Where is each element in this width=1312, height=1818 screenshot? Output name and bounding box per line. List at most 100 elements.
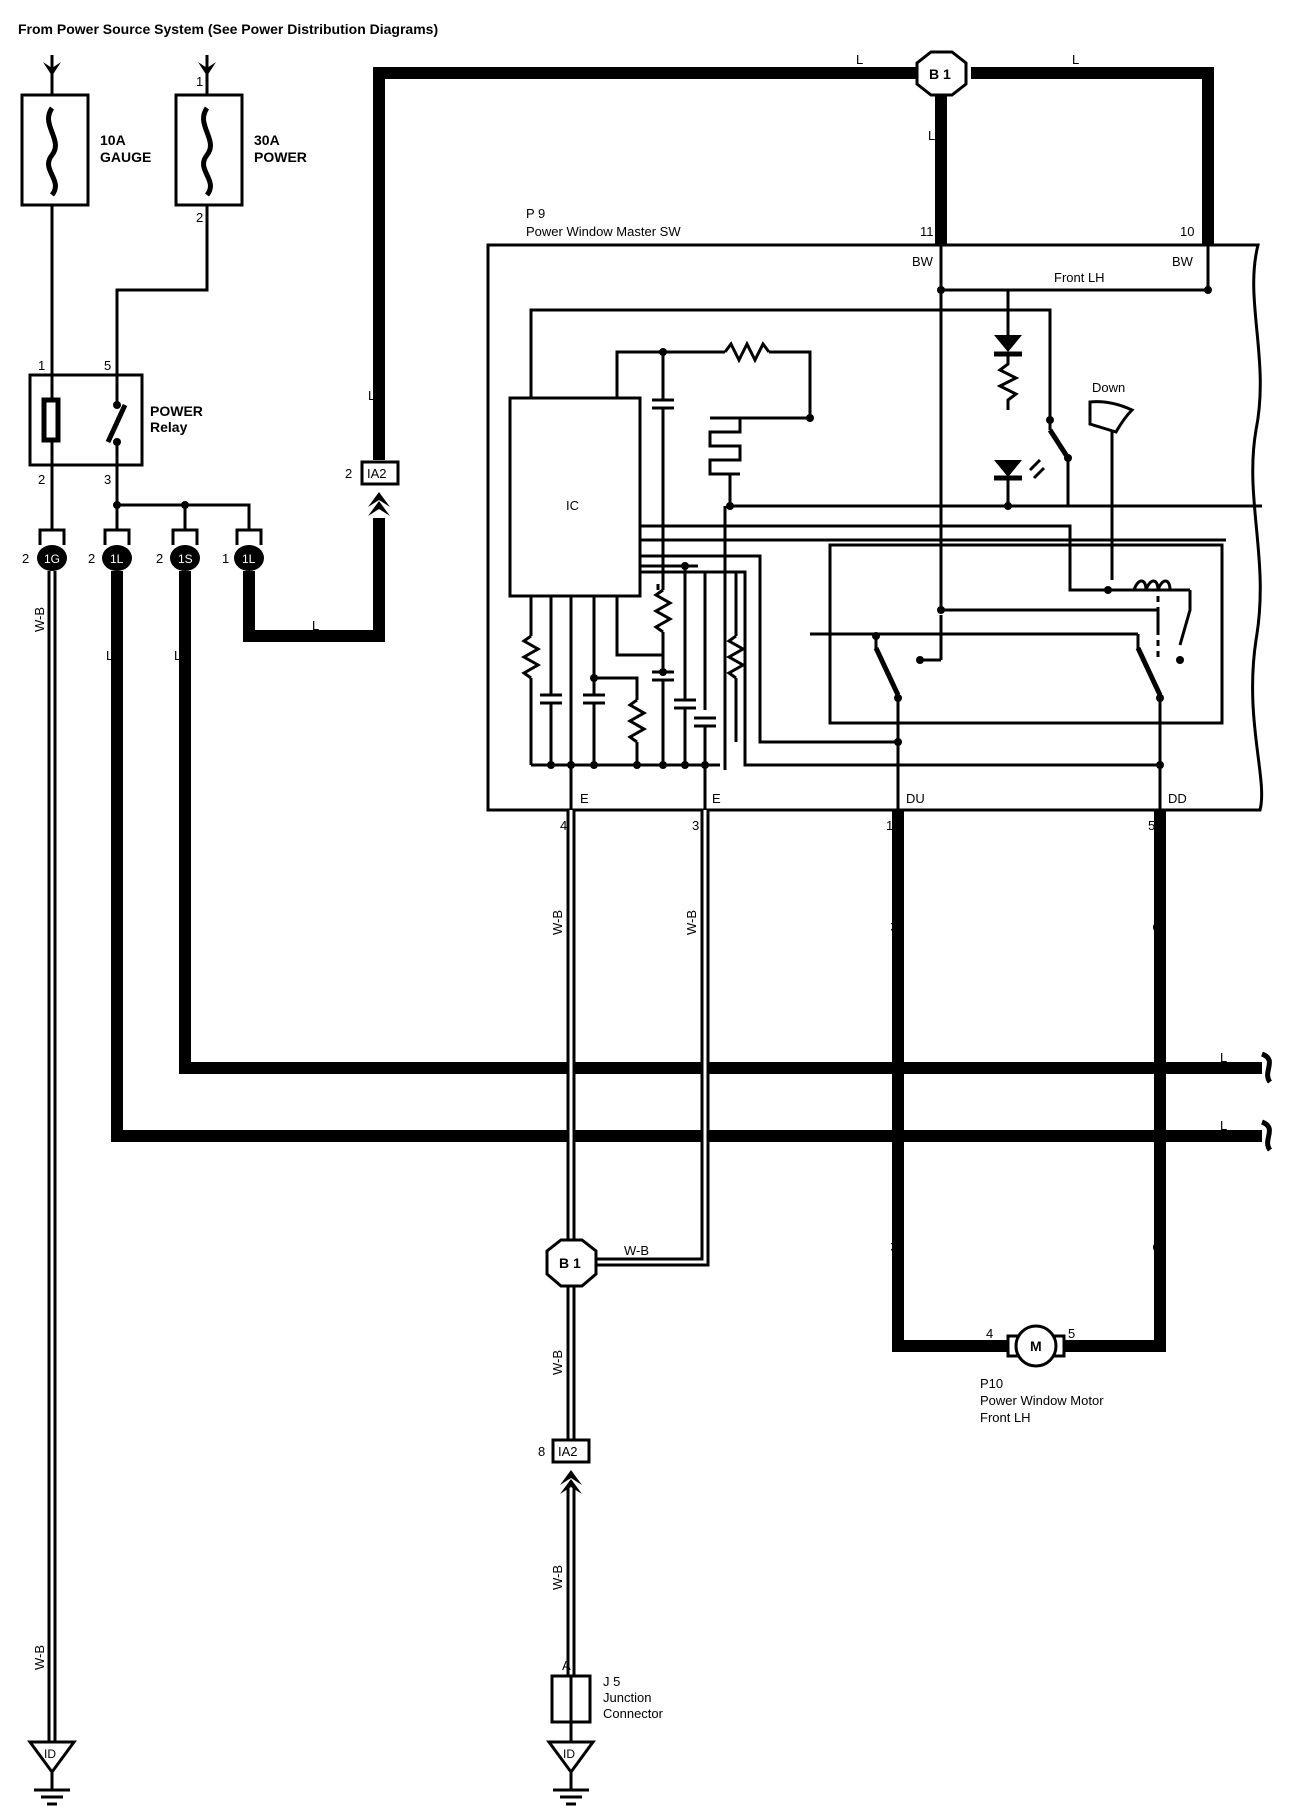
power-relay: 1 5 2 3 POWER Relay [28,358,203,487]
wire-label-wb-left-bottom: W-B [32,1645,47,1670]
wire-label-wb-b1: W-B [624,1243,649,1258]
connector-1s-label: 1S [178,552,193,566]
j5-line2: Connector [603,1706,664,1721]
wire-label-wb-e3: W-B [684,910,699,935]
terminal-du: DU [906,791,925,806]
wire-label-g-bottom: G [1150,1242,1165,1252]
e-ground-wires: W-B W-B W-B W-B W-B [550,810,710,1742]
wire-label-l-2: L [174,648,181,663]
relay-pin-3: 3 [104,472,111,487]
motor-wires: R G R G [888,810,1166,1352]
motor-pin-4: 4 [986,1326,993,1341]
terminal-dd-pin: 5 [1148,818,1155,833]
j5-code: J 5 [603,1674,620,1689]
connector-1s-pin: 2 [156,551,163,566]
relay-sub: Relay [150,419,188,435]
fuse-power: 1 2 30A POWER [174,74,307,225]
ic-label: IC [566,498,579,513]
power-in-arrow-gauge [43,55,61,95]
ground-left: ID [27,1740,77,1806]
connector-1g-label: 1G [44,552,60,566]
terminal-e-4-pin: 4 [560,818,567,833]
wire-label-l-5: L [312,618,319,633]
b1-top-connector: B 1 [915,50,968,97]
j5-pin: A [562,1658,571,1673]
ground-right: ID [546,1740,596,1806]
terminal-e-4: E [580,791,589,806]
wire-label-g-top: G [1150,922,1165,932]
wire-label-wb-lower: W-B [550,1350,565,1375]
terminal-bw-10: BW [1172,254,1194,269]
wire-label-l-6: L [368,388,375,403]
wire-label-l-4: L [1220,1118,1227,1133]
connector-1l-b-pin: 1 [222,551,229,566]
fuse-power-name: POWER [254,149,307,165]
connector-1s: 1S 2 [156,528,200,571]
relay-pin-2: 2 [38,472,45,487]
relay-pin-5: 5 [104,358,111,373]
terminal-du-pin: 1 [886,818,893,833]
fuse-gauge-name: GAUGE [100,149,151,165]
ground-left-label: ID [44,1747,56,1761]
fuse-gauge: 10A GAUGE [20,93,151,207]
wire-label-l-7: L [856,52,863,67]
terminal-bw-11-pin: 11 [920,224,934,239]
connector-1l-a-label: 1L [110,552,124,566]
j5-line1: Junction [603,1690,651,1705]
source-note: From Power Source System (See Power Dist… [18,21,438,37]
switch-code: P 9 [526,206,545,221]
front-lh-label: Front LH [1054,270,1105,285]
wire-label-wb-bottom: W-B [550,1565,565,1590]
wire-label-wb-left-top: W-B [32,607,47,632]
motor-symbol: M [1030,1338,1042,1354]
relay-pin-1: 1 [38,358,45,373]
junction-connectors: 1G 2 1L 2 1S 2 1L 1 [22,528,264,571]
ia2-top-label: IA2 [367,466,387,481]
ia2-bottom-label: IA2 [558,1444,578,1459]
relay-name: POWER [150,403,203,419]
wire-label-wb-e4: W-B [550,910,565,935]
ia2-bottom-connector: IA2 8 [538,1438,591,1494]
wire-label-r-top: R [888,922,903,931]
motor-line2: Front LH [980,1410,1031,1425]
j5-connector: A J 5 Junction Connector [550,1658,664,1724]
wire-label-r-bottom: R [888,1242,903,1251]
fuse-power-rating: 30A [254,132,280,148]
wire-label-l-9: L [928,128,935,143]
fuse-power-pin-in: 1 [196,74,203,89]
master-switch: P 9 Power Window Master SW BW 11 BW 10 E… [486,206,1264,833]
fuse-gauge-rating: 10A [100,132,126,148]
motor-line1: Power Window Motor [980,1393,1104,1408]
window-motor: M 4 5 P10 Power Window Motor Front LH [980,1324,1104,1425]
power-in-arrow-power [198,55,216,95]
switch-name: Power Window Master SW [526,224,681,239]
connector-1g: 1G 2 [22,528,67,571]
ground-right-label: ID [563,1747,575,1761]
terminal-bw-10-pin: 10 [1180,224,1194,239]
ia2-bottom-pin: 8 [538,1444,545,1459]
l-feed-wire: L L L L L [243,52,1214,642]
down-label: Down [1092,380,1125,395]
fuse-power-pin-out: 2 [196,210,203,225]
ground-wire-left: W-B W-B [32,571,57,1742]
terminal-dd: DD [1168,791,1187,806]
connector-1l-b-label: 1L [242,552,256,566]
b1-bottom-connector: B 1 [545,1238,598,1288]
motor-code: P10 [980,1376,1003,1391]
connector-1g-pin: 2 [22,551,29,566]
wire-label-l-1: L [106,648,113,663]
terminal-e-3: E [712,791,721,806]
motor-pin-5: 5 [1068,1326,1075,1341]
resistor-bank [520,530,747,810]
wire-label-l-3: L [1220,1050,1227,1065]
b1-bottom-label: B 1 [559,1255,581,1271]
connector-1l-a-pin: 2 [88,551,95,566]
wire-label-l-8: L [1072,52,1079,67]
connector-1l-a: 1L 2 [88,528,132,571]
connector-1l-b: 1L 1 [222,528,264,571]
ia2-top-connector: IA2 2 [345,460,400,516]
terminal-bw-11: BW [912,254,934,269]
terminal-e-3-pin: 3 [692,818,699,833]
ia2-top-pin: 2 [345,466,352,481]
